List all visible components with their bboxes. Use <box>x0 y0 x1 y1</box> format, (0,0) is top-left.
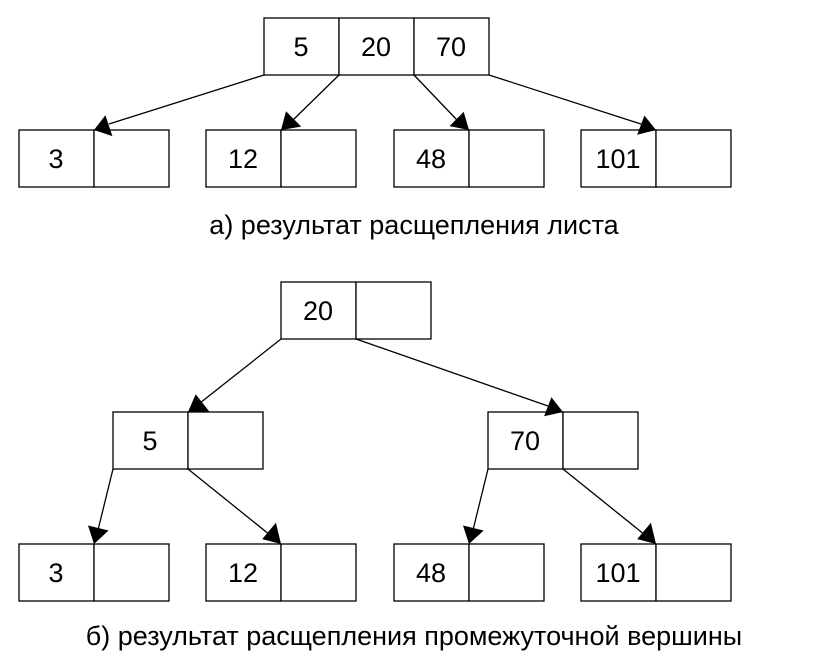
b-leaf-node-3: 48 <box>393 543 545 602</box>
b-leaf-4-key-1: 101 <box>595 558 640 588</box>
b-root-key-1: 20 <box>303 296 333 326</box>
b-root-node: 20 <box>280 281 432 340</box>
b-edge-mid1-right <box>187 468 281 544</box>
arrowhead-icon <box>281 111 302 130</box>
b-edge-root-left <box>188 338 282 412</box>
b-leaf-2-key-1: 12 <box>228 558 258 588</box>
b-leaf-1-cell-2 <box>93 543 170 602</box>
b-leaf-node-4: 101 <box>580 543 732 602</box>
b-leaf-2-cell-1 <box>205 543 282 602</box>
b-middle-node-1: 5 <box>112 411 264 470</box>
b-middle-2-cell-2 <box>562 411 639 470</box>
b-root-cell-2 <box>355 281 432 340</box>
b-leaf-1-key-1: 3 <box>48 558 63 588</box>
arrowhead-icon <box>637 115 656 135</box>
b-edge-mid2-left <box>463 468 489 544</box>
a-root-key-2: 20 <box>361 32 391 62</box>
a-edge-2 <box>281 74 340 130</box>
b-edge-root-right <box>355 338 563 417</box>
b-middle-2-key-1: 70 <box>510 426 540 456</box>
arrowhead-icon <box>463 525 484 544</box>
arrowhead-icon <box>188 394 210 412</box>
a-edge-1 <box>94 74 265 137</box>
a-leaf-node-1: 3 <box>18 129 170 188</box>
a-leaf-3-key-1: 48 <box>416 144 446 174</box>
a-leaf-2-key-1: 12 <box>228 144 258 174</box>
a-edge-3 <box>413 74 469 130</box>
arrowhead-icon <box>262 522 281 544</box>
diagram-a: 5 20 70 3 12 48 101 <box>18 17 732 240</box>
a-root-key-1: 5 <box>293 32 308 62</box>
b-leaf-node-1: 3 <box>18 543 170 602</box>
a-leaf-2-cell-2 <box>280 129 357 188</box>
b-middle-1-key-1: 5 <box>142 426 157 456</box>
b-root-cell-1 <box>280 281 357 340</box>
b-leaf-3-cell-2 <box>468 543 545 602</box>
a-leaf-4-cell-1 <box>580 129 657 188</box>
a-leaf-1-cell-2 <box>93 129 170 188</box>
arrowhead-icon <box>544 397 563 417</box>
a-leaf-3-cell-1 <box>393 129 470 188</box>
a-leaf-2-cell-1 <box>205 129 282 188</box>
b-leaf-2-cell-2 <box>280 543 357 602</box>
a-leaf-node-4: 101 <box>580 129 732 188</box>
a-leaf-1-key-1: 3 <box>48 144 63 174</box>
b-leaf-3-key-1: 48 <box>416 558 446 588</box>
diagram-b: 20 5 70 3 12 <box>18 281 742 651</box>
caption-b: б) результат расщепления промежуточной в… <box>86 621 742 651</box>
b-edge-mid2-right <box>562 468 656 544</box>
b-leaf-4-cell-2 <box>655 543 732 602</box>
a-root-node: 5 20 70 <box>263 17 490 76</box>
arrowhead-icon <box>637 522 656 544</box>
b-middle-1-cell-1 <box>112 411 189 470</box>
a-root-key-3: 70 <box>436 32 466 62</box>
a-edge-4 <box>488 74 656 135</box>
a-leaf-3-cell-2 <box>468 129 545 188</box>
caption-a: а) результат расщепления листа <box>209 210 619 240</box>
a-leaf-node-2: 12 <box>205 129 357 188</box>
a-leaf-node-3: 48 <box>393 129 545 188</box>
b-edge-mid1-left <box>88 468 114 544</box>
arrowhead-icon <box>88 525 109 544</box>
b-middle-node-2: 70 <box>487 411 639 470</box>
b-leaf-3-cell-1 <box>393 543 470 602</box>
a-root-cell-1 <box>263 17 340 76</box>
a-root-cell-2 <box>338 17 415 76</box>
b-leaf-node-2: 12 <box>205 543 357 602</box>
a-root-cell-3 <box>413 17 490 76</box>
a-leaf-4-cell-2 <box>655 129 732 188</box>
b-leaf-1-cell-1 <box>18 543 95 602</box>
b-middle-1-cell-2 <box>187 411 264 470</box>
arrowhead-icon <box>449 111 469 130</box>
arrowhead-icon <box>94 115 113 137</box>
a-leaf-4-key-1: 101 <box>595 144 640 174</box>
